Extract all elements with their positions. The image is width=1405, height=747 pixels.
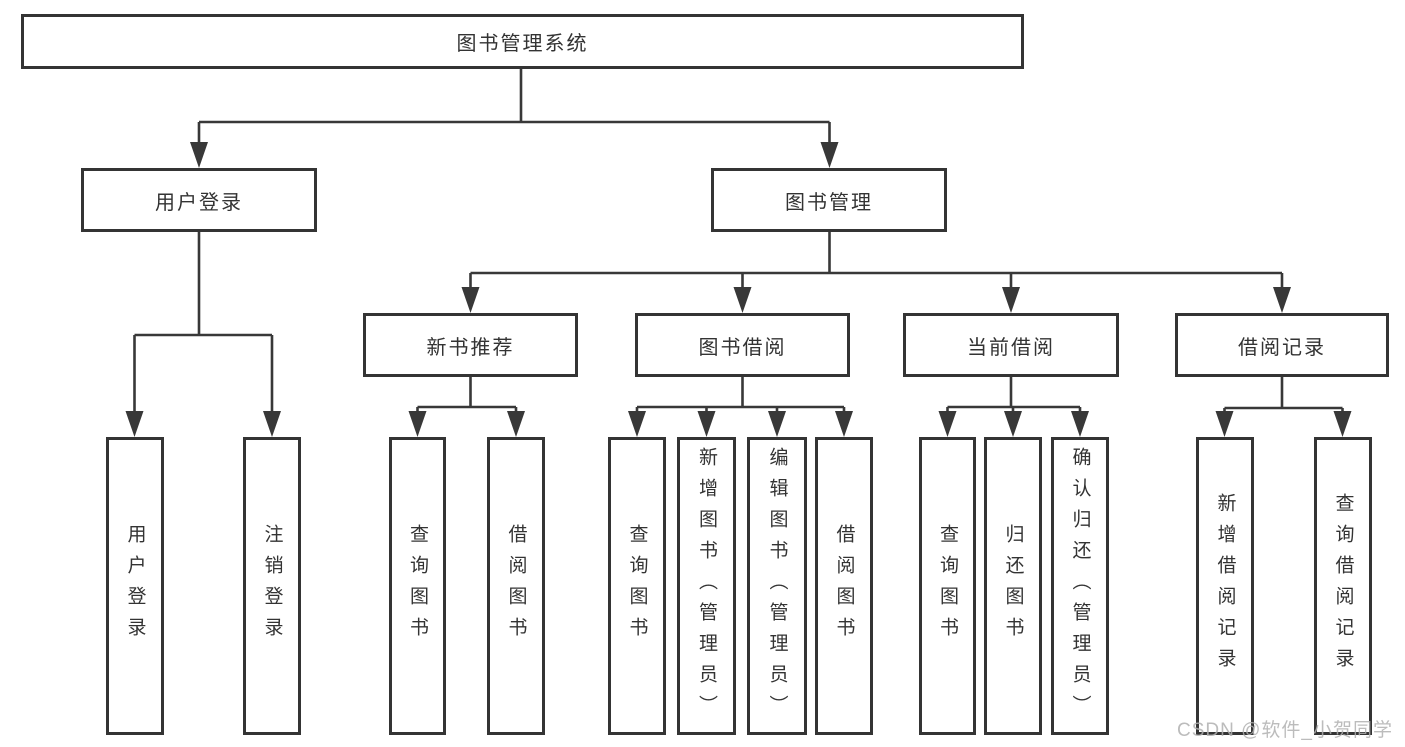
- node-label: 借阅图书: [505, 524, 527, 648]
- arrowheads: [125, 142, 1352, 437]
- node-label: 当前借阅: [967, 336, 1055, 359]
- node-label: 借阅记录: [1238, 336, 1326, 359]
- node-label: 用户登录: [155, 191, 243, 214]
- node-label: 图书借阅: [698, 336, 787, 359]
- node-book-management: 图书管理: [711, 168, 947, 232]
- leaf-records-query-borrow-record: 查询借阅记录: [1314, 437, 1372, 735]
- node-label: 注销登录: [261, 524, 283, 648]
- node-label: 新增图书（管理员）: [696, 446, 717, 726]
- leaf-borrow-query-books: 查询图书: [608, 437, 666, 735]
- node-label: 图书管理系统: [456, 33, 589, 55]
- leaf-borrow-add-books-admin: 新增图书（管理员）: [677, 437, 736, 735]
- node-label: 查询图书: [626, 524, 648, 648]
- leaf-records-add-borrow-record: 新增借阅记录: [1196, 437, 1254, 735]
- leaf-newbook-query-books: 查询图书: [389, 437, 446, 735]
- node-label: 图书管理: [785, 191, 873, 214]
- node-library-management-system: 图书管理系统: [21, 14, 1024, 69]
- csdn-watermark: CSDN @软件_小贺同学: [1177, 720, 1393, 741]
- node-label: 查询借阅记录: [1332, 493, 1354, 679]
- leaf-logout: 注销登录: [243, 437, 301, 735]
- node-borrowing-records: 借阅记录: [1175, 313, 1389, 377]
- node-book-borrowing: 图书借阅: [635, 313, 850, 377]
- leaf-user-login: 用户登录: [106, 437, 164, 735]
- node-current-borrowing: 当前借阅: [903, 313, 1119, 377]
- leaf-borrow-borrow-books: 借阅图书: [815, 437, 873, 735]
- leaf-newbook-borrow-books: 借阅图书: [487, 437, 545, 735]
- leaf-borrow-edit-books-admin: 编辑图书（管理员）: [747, 437, 807, 735]
- node-label: 借阅图书: [833, 524, 855, 648]
- node-label: 归还图书: [1002, 524, 1024, 648]
- node-user-login-module: 用户登录: [81, 168, 317, 232]
- leaf-current-return-books: 归还图书: [984, 437, 1042, 735]
- node-label: 查询图书: [937, 524, 958, 648]
- node-label: 用户登录: [124, 524, 146, 648]
- leaf-current-confirm-return-admin: 确认归还（管理员）: [1051, 437, 1109, 735]
- node-new-book-recommend: 新书推荐: [363, 313, 578, 377]
- node-label: 确认归还（管理员）: [1069, 446, 1091, 726]
- node-label: 编辑图书（管理员）: [766, 446, 788, 726]
- node-label: 新增借阅记录: [1214, 493, 1236, 679]
- leaf-current-query-books: 查询图书: [919, 437, 976, 735]
- node-label: 查询图书: [407, 524, 428, 648]
- node-label: 新书推荐: [426, 336, 515, 359]
